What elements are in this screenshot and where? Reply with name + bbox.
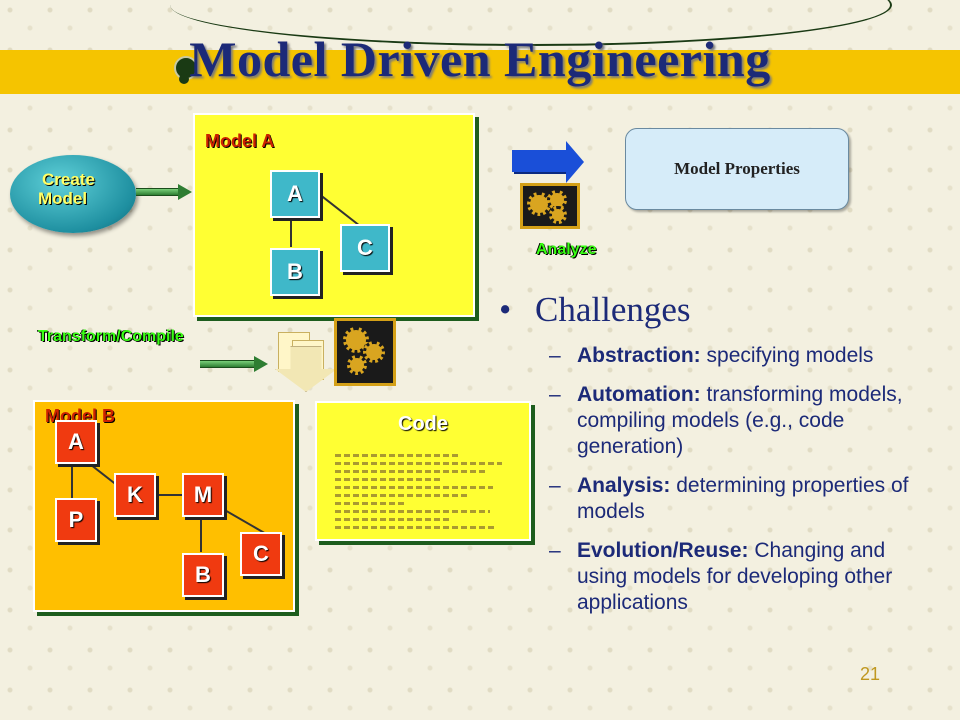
code-lines (335, 449, 511, 534)
challenges-section: • Challenges –Abstraction: specifying mo… (497, 290, 937, 616)
model-a-title: Model A (205, 131, 275, 151)
challenge-item: –Automation: transforming models, compil… (549, 383, 903, 458)
title-band (0, 50, 960, 94)
link-k-m (150, 494, 184, 496)
challenge-item: –Abstraction: specifying models (549, 344, 874, 367)
challenge-text: transforming models, compiling models (e… (577, 383, 903, 458)
transform-label: Transform/Compile (38, 328, 184, 345)
challenge-text: Changing and using models for developing… (577, 539, 893, 614)
model-b-box-a: A (55, 420, 97, 464)
code-panel: Code (315, 401, 531, 541)
challenge-key: Automation: (577, 383, 701, 406)
model-a-box-c: C (340, 224, 390, 272)
challenges-heading-text: Challenges (535, 290, 691, 329)
model-b-box-c: C (240, 532, 282, 576)
create-model-oval (10, 155, 136, 233)
bullet-icon: • (499, 290, 512, 329)
model-a-box-a: A (270, 170, 320, 218)
challenges-heading: • Challenges (497, 290, 937, 330)
model-b-box-k: K (114, 473, 156, 517)
model-b-box-b: B (182, 553, 224, 597)
transform-arrow (200, 360, 256, 368)
model-a-box-b: B (270, 248, 320, 296)
code-title: Code (398, 413, 448, 435)
model-b-box-p: P (55, 498, 97, 542)
page-number: 21 (860, 664, 881, 684)
model-properties-box: Model Properties (625, 128, 849, 210)
create-model-label: Create Model (38, 170, 118, 208)
analyze-gears-icon (520, 183, 580, 229)
challenge-item: –Evolution/Reuse: Changing and using mod… (549, 539, 893, 614)
analyze-label: Analyze (536, 241, 597, 258)
link-ba-p (71, 466, 73, 498)
challenge-text: specifying models (700, 344, 874, 367)
create-arrow-head (178, 184, 192, 200)
analyze-arrow-head (566, 141, 584, 183)
challenge-text: determining properties of models (577, 474, 909, 523)
challenge-key: Abstraction: (577, 344, 701, 367)
challenge-item: –Analysis: determining properties of mod… (549, 474, 909, 523)
model-a-panel: Model A (193, 113, 475, 317)
link-a-b (290, 215, 292, 247)
analyze-arrow (512, 150, 568, 172)
challenge-key: Analysis: (577, 474, 671, 497)
title-ornament-small (179, 74, 189, 84)
create-label-line1: Create (42, 170, 95, 189)
link-m-b (200, 516, 202, 552)
create-label-line2: Model (38, 189, 88, 208)
transform-arrow-head (254, 356, 268, 372)
compile-gears-icon (334, 318, 396, 386)
model-b-box-m: M (182, 473, 224, 517)
challenge-key: Evolution/Reuse: (577, 539, 749, 562)
create-arrow (136, 188, 180, 196)
slide-title: Model Driven Engineering (189, 31, 771, 87)
